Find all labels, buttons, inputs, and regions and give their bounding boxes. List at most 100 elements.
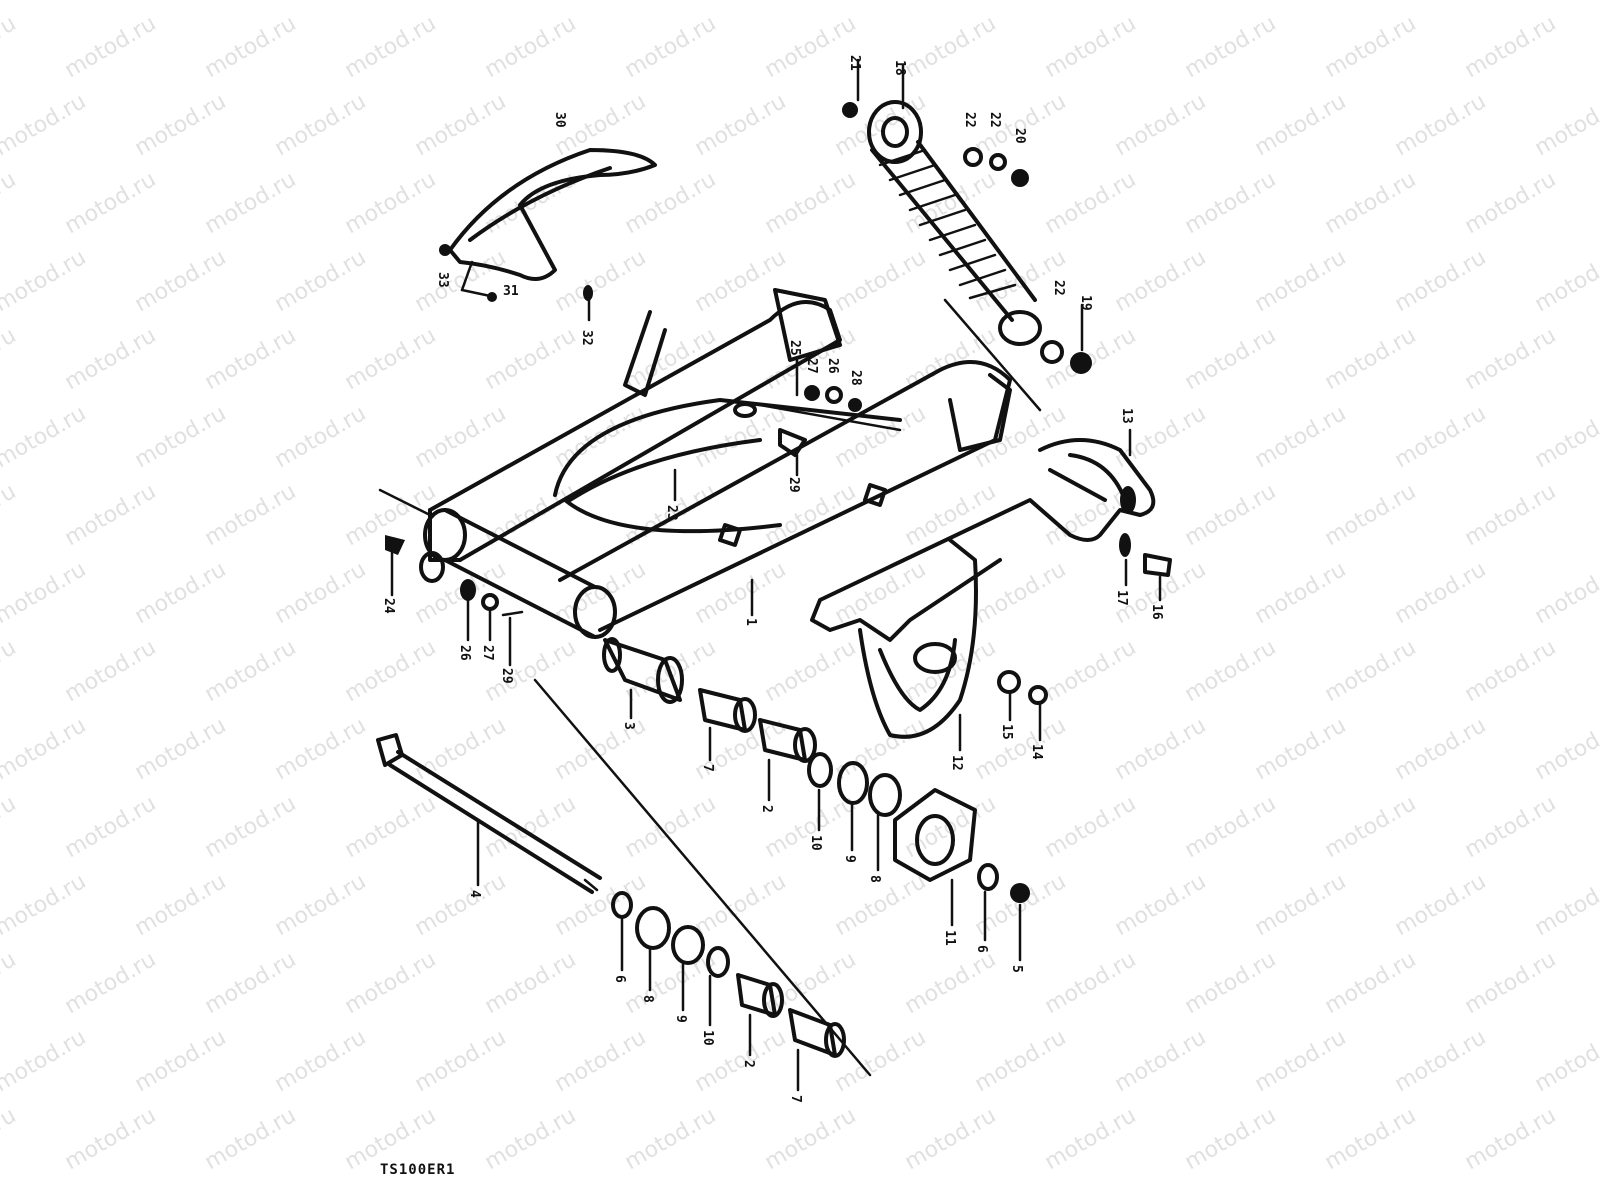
part-callout-p9b: 9 — [673, 1015, 688, 1023]
watermark-text: motod.ru — [1531, 401, 1600, 473]
watermark-text: motod.ru — [901, 11, 1001, 83]
part-callout-p22b: 22 — [987, 112, 1002, 128]
watermark-text: motod.ru — [0, 323, 20, 395]
watermark-text: motod.ru — [131, 713, 231, 785]
watermark-text: motod.ru — [1531, 713, 1600, 785]
part-callout-p14: 14 — [1029, 744, 1044, 760]
swing-arm — [378, 288, 1012, 639]
watermark-text: motod.ru — [621, 791, 721, 863]
part-callout-p10a: 10 — [808, 835, 823, 851]
watermark-text: motod.ru — [1181, 947, 1281, 1019]
part-callout-p1: 1 — [743, 618, 758, 626]
watermark-text: motod.ru — [1251, 89, 1351, 161]
watermark-text: motod.ru — [271, 713, 371, 785]
watermark-text: motod.ru — [341, 635, 441, 707]
part-callout-p27a: 27 — [804, 358, 819, 374]
part-callout-p25a: 25 — [787, 340, 802, 356]
watermark-text: motod.ru — [1251, 869, 1351, 941]
watermark-text: motod.ru — [1041, 947, 1141, 1019]
watermark-text: motod.ru — [1181, 167, 1281, 239]
watermark-text: motod.ru — [0, 401, 90, 473]
watermark-text: motod.ru — [0, 167, 20, 239]
watermark-text: motod.ru — [271, 1025, 371, 1097]
watermark-text: motod.ru — [1251, 1025, 1351, 1097]
part-callout-p3: 3 — [621, 722, 636, 730]
watermark-text: motod.ru — [411, 401, 511, 473]
watermark-text: motod.ru — [1111, 0, 1211, 5]
watermark-text: motod.ru — [1181, 479, 1281, 551]
watermark-text: motod.ru — [621, 11, 721, 83]
rear-bracket — [810, 428, 1172, 752]
watermark-text: motod.ru — [0, 11, 20, 83]
part-callout-p29b: 29 — [499, 668, 514, 684]
watermark-text: motod.ru — [61, 635, 161, 707]
watermark-text: motod.ru — [691, 557, 791, 629]
watermark-text: motod.ru — [1531, 869, 1600, 941]
watermark-text: motod.ru — [341, 791, 441, 863]
watermark-text: motod.ru — [201, 167, 301, 239]
watermark-text: motod.ru — [271, 869, 371, 941]
watermark-text: motod.ru — [271, 245, 371, 317]
watermark-text: motod.ru — [131, 245, 231, 317]
watermark-text: motod.ru — [131, 89, 231, 161]
watermark-text: motod.ru — [271, 401, 371, 473]
part-callout-p13: 13 — [1119, 408, 1134, 424]
watermark-text: motod.ru — [0, 713, 90, 785]
watermark-text: motod.ru — [1391, 1025, 1491, 1097]
watermark-text: motod.ru — [1461, 479, 1561, 551]
watermark-text: motod.ru — [271, 0, 371, 5]
watermark-text: motod.ru — [831, 245, 931, 317]
watermark-text: motod.ru — [1111, 713, 1211, 785]
watermark-text: motod.ru — [1041, 167, 1141, 239]
watermark-text: motod.ru — [1461, 323, 1561, 395]
watermark-text: motod.ru — [1041, 1103, 1141, 1175]
watermark-text: motod.ru — [1321, 791, 1421, 863]
shock-absorber — [842, 58, 1092, 412]
watermark-text: motod.ru — [0, 791, 20, 863]
watermark-text: motod.ru — [971, 401, 1071, 473]
watermark-text: motod.ru — [0, 635, 20, 707]
watermark-text: motod.ru — [411, 713, 511, 785]
part-callout-p20: 20 — [1012, 128, 1027, 144]
watermark-text: motod.ru — [1461, 167, 1561, 239]
watermark-text: motod.ru — [971, 713, 1071, 785]
watermark-text: motod.ru — [1461, 791, 1561, 863]
watermark-text: motod.ru — [971, 89, 1071, 161]
watermark-text: motod.ru — [1391, 713, 1491, 785]
shock-mount-hardware — [673, 358, 862, 502]
part-callout-p22c: 22 — [1051, 280, 1066, 296]
watermark-text: motod.ru — [1461, 635, 1561, 707]
part-callout-p31: 31 — [503, 284, 519, 299]
watermark-text: motod.ru — [61, 167, 161, 239]
watermark-text: motod.ru — [0, 89, 90, 161]
watermark-text: motod.ru — [0, 557, 90, 629]
watermark-text: motod.ru — [481, 947, 581, 1019]
part-callout-p8b: 8 — [640, 995, 655, 1003]
watermark-text: motod.ru — [0, 869, 90, 941]
watermark-text: motod.ru — [61, 947, 161, 1019]
watermark-text: motod.ru — [691, 245, 791, 317]
watermark-text: motod.ru — [1391, 245, 1491, 317]
watermark-text: motod.ru — [691, 89, 791, 161]
watermark-text: motod.ru — [411, 245, 511, 317]
watermark-text: motod.ru — [201, 479, 301, 551]
watermark-text: motod.ru — [1321, 635, 1421, 707]
watermark-text: motod.ru — [341, 11, 441, 83]
part-callout-p29a: 29 — [786, 477, 801, 493]
watermark-text: motod.ru — [201, 947, 301, 1019]
watermark-text: motod.ru — [761, 167, 861, 239]
part-callout-p30: 30 — [552, 112, 567, 128]
watermark-text: motod.ru — [1321, 479, 1421, 551]
watermark-text: motod.ru — [1531, 1025, 1600, 1097]
watermark-text: motod.ru — [1181, 11, 1281, 83]
watermark-text: motod.ru — [761, 11, 861, 83]
watermark-text: motod.ru — [271, 89, 371, 161]
watermark-text: motod.ru — [61, 479, 161, 551]
watermark-text: motod.ru — [761, 1103, 861, 1175]
pivot-bushings — [602, 637, 817, 802]
part-callout-p7b: 7 — [788, 1095, 803, 1103]
watermark-text: motod.ru — [481, 323, 581, 395]
watermark-text: motod.ru — [131, 1025, 231, 1097]
watermark-text: motod.ru — [691, 0, 791, 5]
